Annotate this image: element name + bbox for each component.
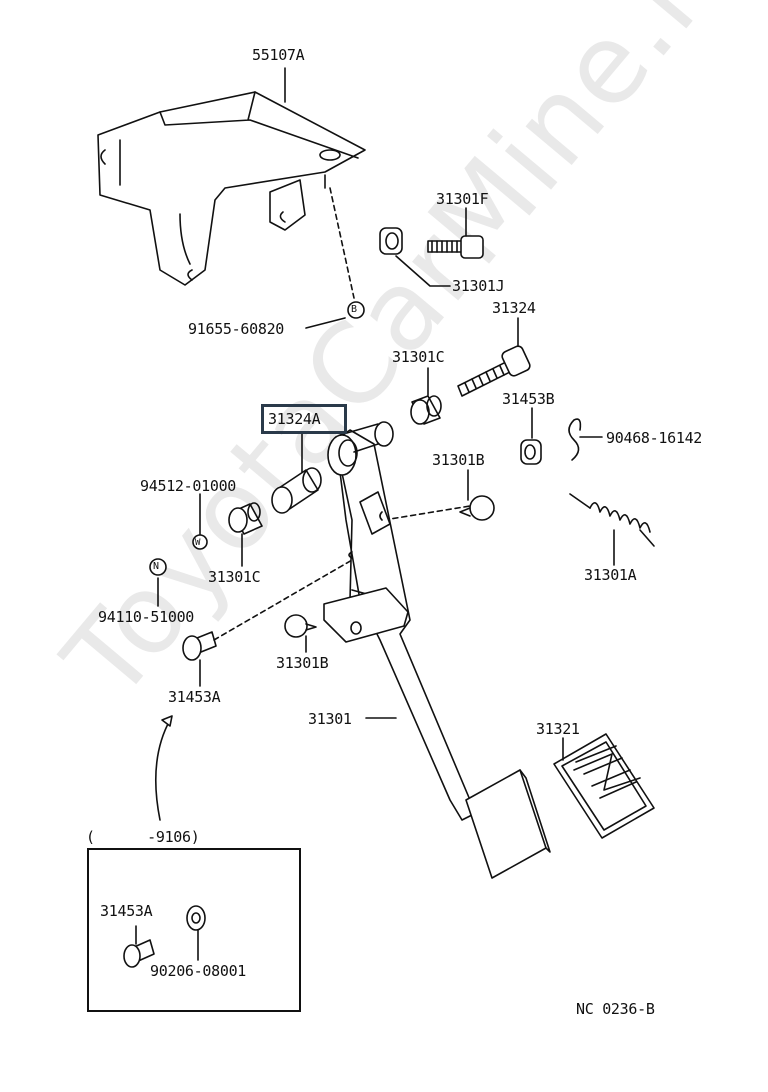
dashed-31453A bbox=[213, 559, 353, 641]
label-inset-31453A[interactable]: 31453A bbox=[100, 902, 153, 920]
label-90468-16142[interactable]: 90468-16142 bbox=[606, 429, 703, 447]
label-31301[interactable]: 31301 bbox=[308, 710, 352, 728]
label-31321[interactable]: 31321 bbox=[536, 720, 580, 738]
label-31301B-top[interactable]: 31301B bbox=[432, 451, 485, 469]
bushing-31301C-left bbox=[228, 502, 263, 535]
clip-31301B-low bbox=[284, 614, 317, 638]
pin-31453A bbox=[182, 631, 217, 661]
diagram-code: NC 0236-B bbox=[576, 1000, 655, 1018]
pedal-arm-31301 bbox=[323, 421, 479, 821]
clip-90468 bbox=[568, 418, 582, 461]
label-31301C-left[interactable]: 31301C bbox=[208, 568, 261, 586]
label-31301C-top[interactable]: 31301C bbox=[392, 348, 445, 366]
inset-pin-31453A bbox=[123, 939, 155, 968]
inset-washer-90206 bbox=[186, 905, 206, 931]
sleeve-31324A bbox=[271, 467, 322, 514]
leader-31301J bbox=[395, 255, 451, 287]
pedal-plate bbox=[465, 769, 551, 879]
label-inset-90206-08001[interactable]: 90206-08001 bbox=[150, 962, 247, 980]
label-31324[interactable]: 31324 bbox=[492, 299, 536, 317]
dashed-31301B bbox=[383, 505, 471, 521]
label-31301F[interactable]: 31301F bbox=[436, 190, 489, 208]
bolt-31324 bbox=[457, 345, 531, 397]
highlight-frame bbox=[261, 404, 347, 434]
inset-range-label: ( -9106) bbox=[86, 828, 200, 846]
marker-b-letter: B bbox=[351, 304, 357, 315]
label-91655-60820[interactable]: 91655-60820 bbox=[188, 320, 285, 338]
bushing-31301J bbox=[379, 227, 403, 255]
marker-n-letter: N bbox=[153, 561, 159, 572]
label-31301B-low[interactable]: 31301B bbox=[276, 654, 329, 672]
bushing-31301C-top bbox=[410, 395, 442, 425]
marker-n bbox=[149, 558, 167, 576]
dashed-b bbox=[329, 187, 355, 299]
bolt-31301F bbox=[427, 235, 484, 259]
marker-w-letter: W bbox=[195, 538, 201, 548]
marker-b bbox=[347, 301, 365, 319]
label-31301J[interactable]: 31301J bbox=[452, 277, 505, 295]
inset-frame bbox=[87, 848, 301, 1012]
label-55107A[interactable]: 55107A bbox=[252, 46, 305, 64]
clip-31301B-top bbox=[459, 495, 495, 521]
arrow-head bbox=[161, 715, 173, 727]
label-31324A[interactable]: 31324A bbox=[268, 410, 321, 428]
label-31301A[interactable]: 31301A bbox=[584, 566, 637, 584]
marker-w bbox=[192, 534, 208, 550]
label-31453A[interactable]: 31453A bbox=[168, 688, 221, 706]
label-94512-01000[interactable]: 94512-01000 bbox=[140, 477, 237, 495]
label-94110-51000[interactable]: 94110-51000 bbox=[98, 608, 195, 626]
label-31453B[interactable]: 31453B bbox=[502, 390, 555, 408]
pedal-pad-31321 bbox=[553, 733, 655, 839]
arrow-to-inset bbox=[154, 719, 171, 821]
spring-31301A bbox=[569, 493, 655, 547]
leader-91655 bbox=[305, 317, 346, 329]
nut-31453B bbox=[520, 439, 542, 465]
pedal-bracket bbox=[97, 91, 366, 286]
